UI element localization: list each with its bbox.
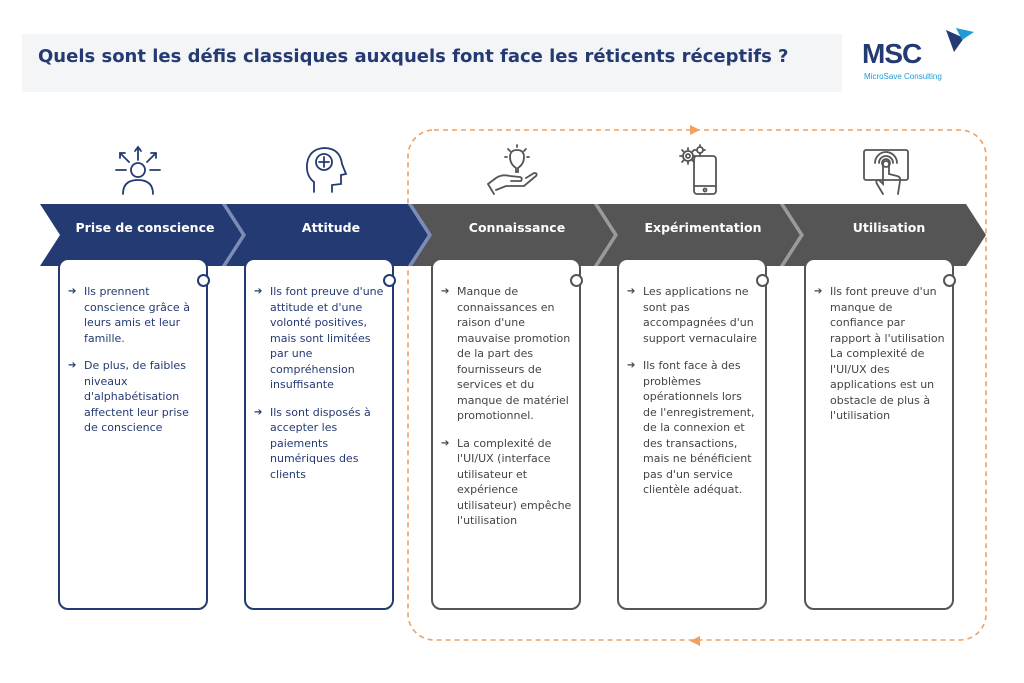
hand-lightbulb-icon <box>487 144 538 195</box>
card-dot <box>383 274 396 287</box>
card-connaissance: ➔Manque de connaissances en raison d'une… <box>431 258 583 610</box>
stage-label-utilisation: Utilisation <box>852 220 926 235</box>
list-item: ➔La complexité de l'UI/UX (interface uti… <box>441 436 572 528</box>
arrow-right-icon: ➔ <box>254 406 263 418</box>
list-item: ➔Les applications ne sont pas accompagné… <box>627 285 757 345</box>
chevron-utilisation <box>784 204 986 266</box>
card-prise-de-conscience: ➔Ils prennent conscience grâce à leurs a… <box>58 258 210 610</box>
arrow-right-icon: ➔ <box>68 286 77 297</box>
list-item: ➔Ils font preuve d'un manque de confianc… <box>814 285 945 422</box>
list-item: ➔Ils font face à des problèmes opération… <box>627 359 755 496</box>
list-item: ➔Manque de connaissances en raison d'une… <box>441 285 571 422</box>
arrow-right-icon: ➔ <box>627 360 636 371</box>
logo-subtitle: MicroSave Consulting <box>864 72 942 81</box>
list-item: ➔De plus, de faibles niveaux d'alphabéti… <box>68 359 189 434</box>
logo-text: MSC <box>862 38 922 69</box>
arrow-right-icon: ➔ <box>68 360 77 371</box>
arrow-right-icon: ➔ <box>814 286 823 297</box>
card-utilisation: ➔Ils font preuve d'un manque de confianc… <box>804 258 956 610</box>
phone-gears-icon <box>679 144 717 195</box>
card-dot <box>197 274 210 287</box>
card-dot <box>570 274 583 287</box>
card-dot <box>943 274 956 287</box>
person-ideas-icon <box>115 145 161 195</box>
card-attitude: ➔Ils font preuve d'une attitude et d'une… <box>244 258 396 610</box>
stage-label-prise-de-conscience: Prise de conscience <box>75 220 215 235</box>
stage-label-experimentation: Expérimentation <box>644 220 762 235</box>
card-dot <box>756 274 769 287</box>
list-item: ➔Ils font preuve d'une attitude et d'une… <box>254 285 384 391</box>
arrow-right-icon: ➔ <box>254 286 263 297</box>
card-experimentation: ➔Les applications ne sont pas accompagné… <box>617 258 769 610</box>
arrow-right-icon: ➔ <box>627 286 636 297</box>
loop-arrow-bottom <box>690 636 700 646</box>
touch-screen-icon <box>863 149 909 195</box>
head-plus-icon <box>305 147 348 193</box>
list-item: ➔Ils prennent conscience grâce à leurs a… <box>68 285 190 345</box>
page-title: Quels sont les défis classiques auxquels… <box>38 46 789 67</box>
stage-label-attitude: Attitude <box>301 220 361 235</box>
arrow-right-icon: ➔ <box>441 286 450 297</box>
stage-label-connaissance: Connaissance <box>468 220 566 235</box>
list-item: ➔Ils sont disposés à accepter les paieme… <box>254 405 371 481</box>
logo-mark-icon <box>946 28 974 52</box>
msc-logo: MSC MicroSave Consulting <box>862 22 982 86</box>
arrow-right-icon: ➔ <box>441 437 450 449</box>
loop-arrow-top <box>690 125 700 135</box>
title-band <box>22 34 842 92</box>
